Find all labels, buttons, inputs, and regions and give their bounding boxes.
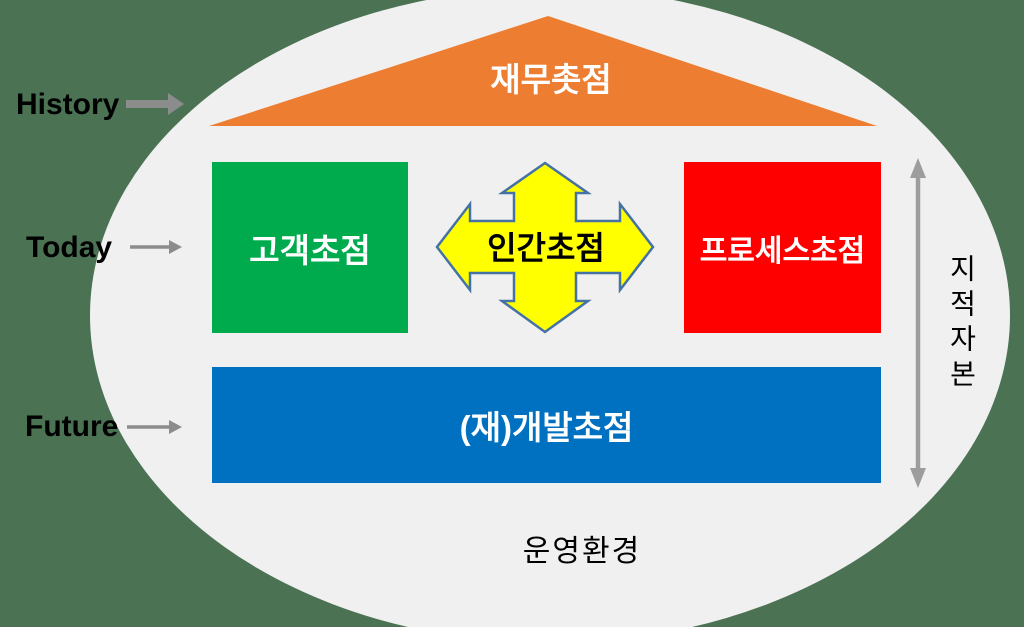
process-focus-box: 프로세스초점 bbox=[684, 162, 881, 333]
history-label: History bbox=[16, 88, 120, 121]
history-arrow-icon bbox=[126, 93, 184, 115]
finance-triangle bbox=[209, 16, 877, 126]
intellectual-capital-arrowhead-top-icon bbox=[910, 158, 926, 178]
finance-focus-label: 재무촛점 bbox=[490, 61, 612, 98]
customer-focus-box: 고객초점 bbox=[212, 162, 408, 333]
customer-focus-label: 고객초점 bbox=[249, 231, 371, 269]
future-label: Future bbox=[25, 410, 119, 443]
process-focus-label: 프로세스초점 bbox=[699, 234, 866, 268]
redevelopment-focus-label: (재)개발초점 bbox=[459, 409, 634, 446]
operating-environment-label: 운영환경 bbox=[522, 535, 642, 568]
intellectual-capital-label: 지적자본 bbox=[946, 254, 977, 394]
redevelopment-focus-box: (재)개발초점 bbox=[212, 367, 881, 483]
today-label: Today bbox=[26, 231, 113, 264]
human-focus-label: 인간초점 bbox=[487, 230, 605, 266]
human-quad-arrow bbox=[435, 161, 655, 334]
future-arrowhead-icon bbox=[169, 420, 182, 434]
intellectual-capital-arrowhead-bottom-icon bbox=[910, 468, 926, 488]
today-arrowhead-icon bbox=[169, 240, 182, 254]
